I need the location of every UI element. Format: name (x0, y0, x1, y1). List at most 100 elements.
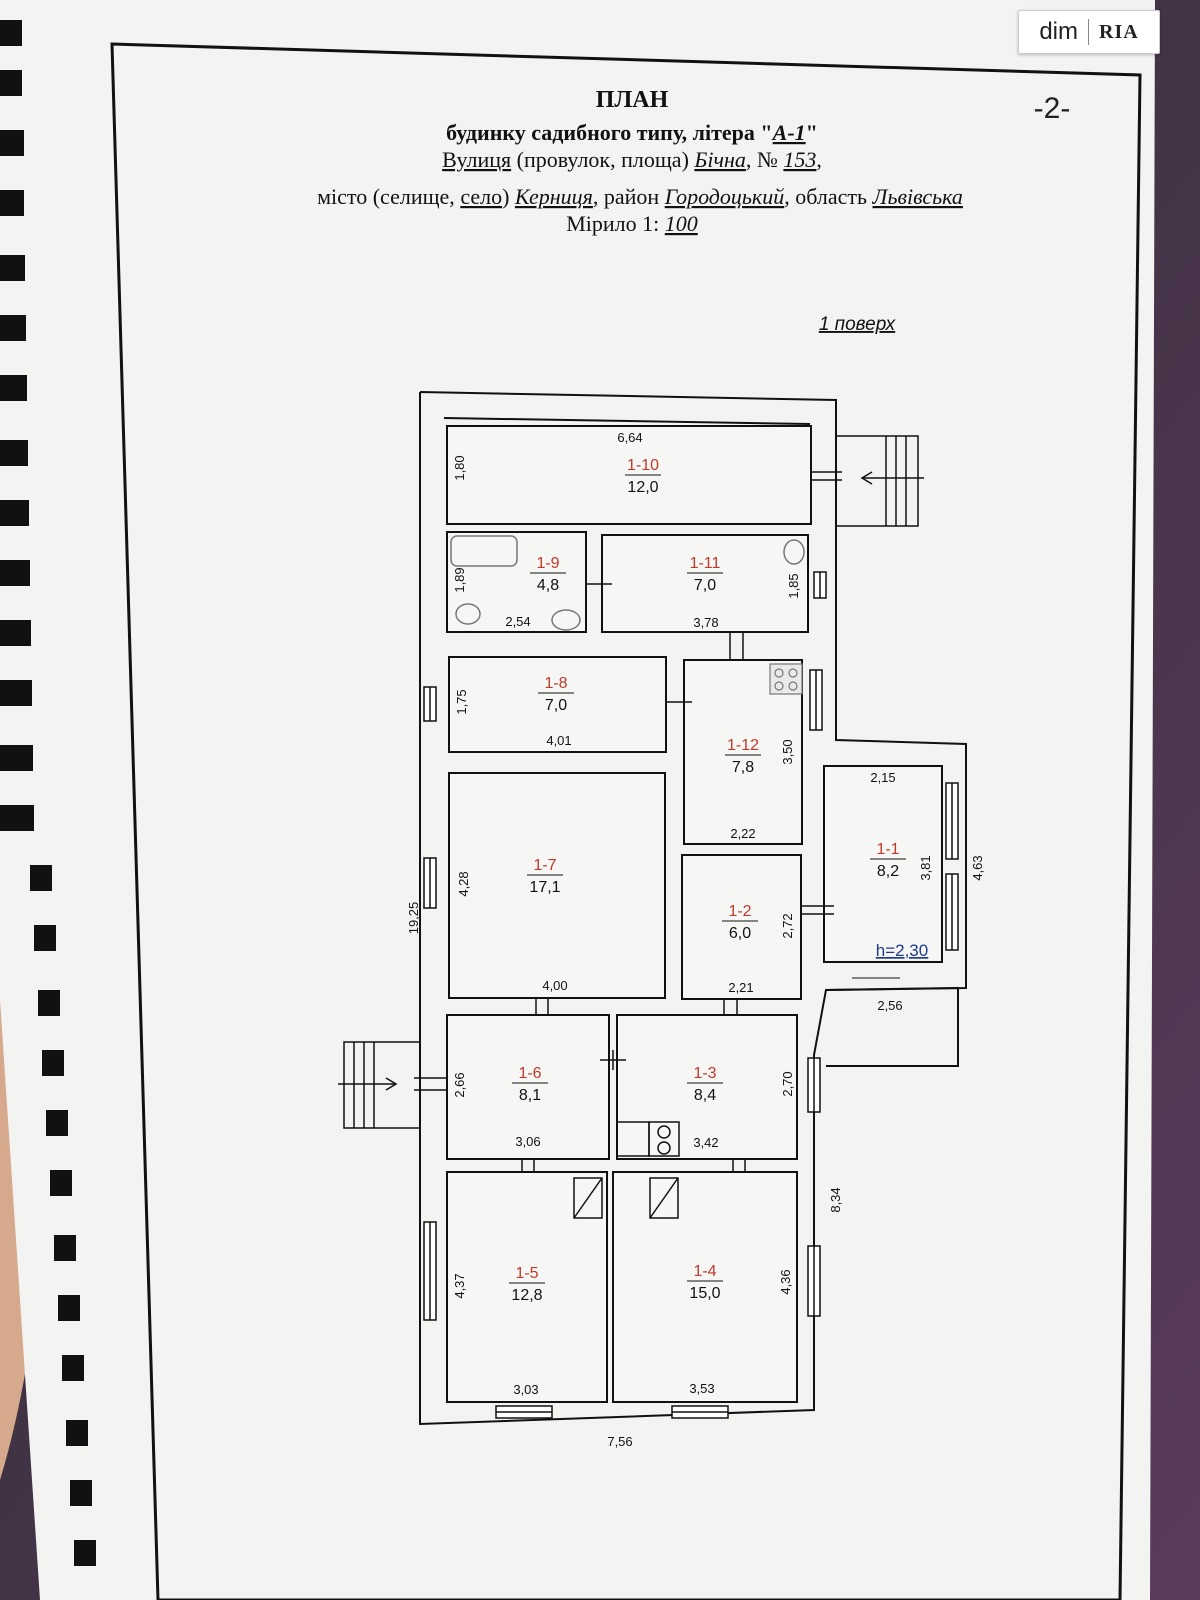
scale-line: Мірило 1: 100 (566, 211, 698, 236)
street-number: 153 (783, 147, 816, 172)
washbasin-icon (783, 539, 805, 565)
watermark-brand-left: dim (1039, 18, 1078, 45)
bathroom-fixtures (450, 535, 805, 631)
stove-icon (769, 663, 803, 695)
spiral-binding (0, 20, 96, 1566)
building-line: будинку садибного типу, літера "А-1" (446, 120, 818, 145)
room-1-5: 1-512,8 (509, 1265, 545, 1304)
document-title: ПЛАН (596, 87, 669, 113)
room-area: 12,0 (627, 479, 658, 496)
room-1-11: 1-11 7,0 (687, 555, 723, 594)
dimension-label: 3,50 (780, 739, 795, 764)
room-labels: 1-1012,01-94,81-117,01-87,01-127,81-717,… (509, 457, 906, 1304)
dimension-label: 1,80 (452, 455, 467, 480)
building-letter: А-1 (771, 120, 806, 145)
room-area: 8,4 (694, 1087, 716, 1104)
porch-right (836, 435, 924, 527)
dimension-label: 1,89 (452, 567, 467, 592)
room-area: 7,0 (545, 697, 567, 714)
dimension-label: 19,25 (406, 902, 421, 935)
dimension-label: 4,28 (456, 871, 471, 896)
room-area: 7,0 (694, 577, 716, 594)
dimension-label: 2,72 (780, 913, 795, 938)
dimension-label: 3,42 (693, 1135, 718, 1150)
windows (423, 571, 959, 1419)
kitchen-fixtures (616, 1121, 680, 1157)
room-area: 7,8 (732, 759, 754, 776)
room-id: 1-3 (693, 1065, 716, 1082)
dimension-label: 4,36 (778, 1269, 793, 1294)
room-1-9: 1-94,8 (530, 555, 566, 594)
locality-line: місто (селище, село) Керниця, район Горо… (317, 184, 963, 209)
watermark-brand-right: RIA (1099, 20, 1139, 43)
dimension-label: 7,56 (607, 1434, 632, 1449)
dimension-label: 3,78 (693, 615, 718, 630)
floor-label: 1 поверх (819, 314, 897, 335)
room-area: 8,1 (519, 1087, 541, 1104)
dimension-label: 3,06 (515, 1134, 540, 1149)
dimension-label: 8,34 (828, 1187, 843, 1212)
doors (414, 471, 842, 1172)
room-1-8: 1-87,0 (538, 675, 574, 714)
room-area: 4,8 (537, 577, 559, 594)
page-number: -2- (1034, 92, 1071, 125)
room-id: 1-9 (536, 555, 559, 572)
dimension-label: 4,01 (546, 733, 571, 748)
dimension-label: 2,70 (780, 1071, 795, 1096)
room-area: 6,0 (729, 925, 751, 942)
room-area: 12,8 (511, 1287, 542, 1304)
room-1-12: 1-12 7,8 (725, 737, 761, 776)
porch-left (338, 1041, 420, 1129)
room-1-4: 1-4 15,0 (687, 1263, 723, 1302)
room-area: 15,0 (689, 1285, 720, 1302)
room-1-7: 1-717,1 (527, 857, 563, 896)
room-id: 1-4 (693, 1263, 716, 1280)
city-name: Керниця (514, 184, 593, 209)
dimension-label: 2,22 (730, 826, 755, 841)
room-id: 1-11 (690, 555, 721, 572)
dimension-label: 4,37 (452, 1273, 467, 1298)
dimension-label: 3,81 (918, 855, 933, 880)
district-name: Городоцький (664, 184, 785, 209)
ceiling-height: h=2,30 (876, 941, 928, 960)
street-line: Вулиця (провулок, площа) Бічна, № 153, (442, 147, 822, 172)
room-id: 1-8 (544, 675, 567, 692)
room-1-1: 1-18,2 (870, 841, 906, 880)
room-id: 1-2 (728, 903, 751, 920)
dimension-label: 3,53 (689, 1381, 714, 1396)
room-1-10: 1-10 12,0 (625, 457, 661, 496)
document-header: ПЛАН будинку садибного типу, літера "А-1… (317, 87, 963, 236)
dimension-label: 2,56 (877, 998, 902, 1013)
region-name: Львівська (872, 184, 963, 209)
dimension-label: 1,85 (786, 573, 801, 598)
dimension-label: 1,75 (454, 689, 469, 714)
room-1-2: 1-26,0 (722, 903, 758, 942)
heater-icons (573, 1177, 679, 1219)
page-frame (110, 42, 1142, 1600)
watermark-logo: dim RIA (1018, 10, 1160, 54)
bathtub-icon (450, 535, 518, 567)
room-1-3: 1-38,4 (687, 1065, 723, 1104)
street-name: Бічна (693, 147, 746, 172)
dimension-label: 4,63 (970, 855, 985, 880)
room-id: 1-1 (876, 841, 899, 858)
room-id: 1-7 (533, 857, 556, 874)
dimension-labels: 6,64 1,80 1,89 2,54 3,78 1,85 1,75 4,01 3,50 2,15… (406, 430, 985, 1449)
sink-icon (551, 609, 581, 631)
dimension-label: 2,21 (728, 980, 753, 995)
dimension-label: 4,00 (542, 978, 567, 993)
room-id: 1-12 (727, 737, 759, 754)
room-id: 1-6 (518, 1065, 541, 1082)
toilet-icon (455, 603, 481, 625)
scale-value: 100 (665, 211, 698, 236)
dimension-label: 2,54 (505, 614, 530, 629)
room-outlines (446, 425, 943, 1403)
watermark-divider (1088, 19, 1089, 45)
dimension-label: 6,64 (617, 430, 642, 445)
room-area: 8,2 (877, 863, 899, 880)
room-1-6: 1-68,1 (512, 1065, 548, 1104)
room-id: 1-10 (627, 457, 659, 474)
dimension-label: 3,03 (513, 1382, 538, 1397)
dimension-label: 2,15 (870, 770, 895, 785)
